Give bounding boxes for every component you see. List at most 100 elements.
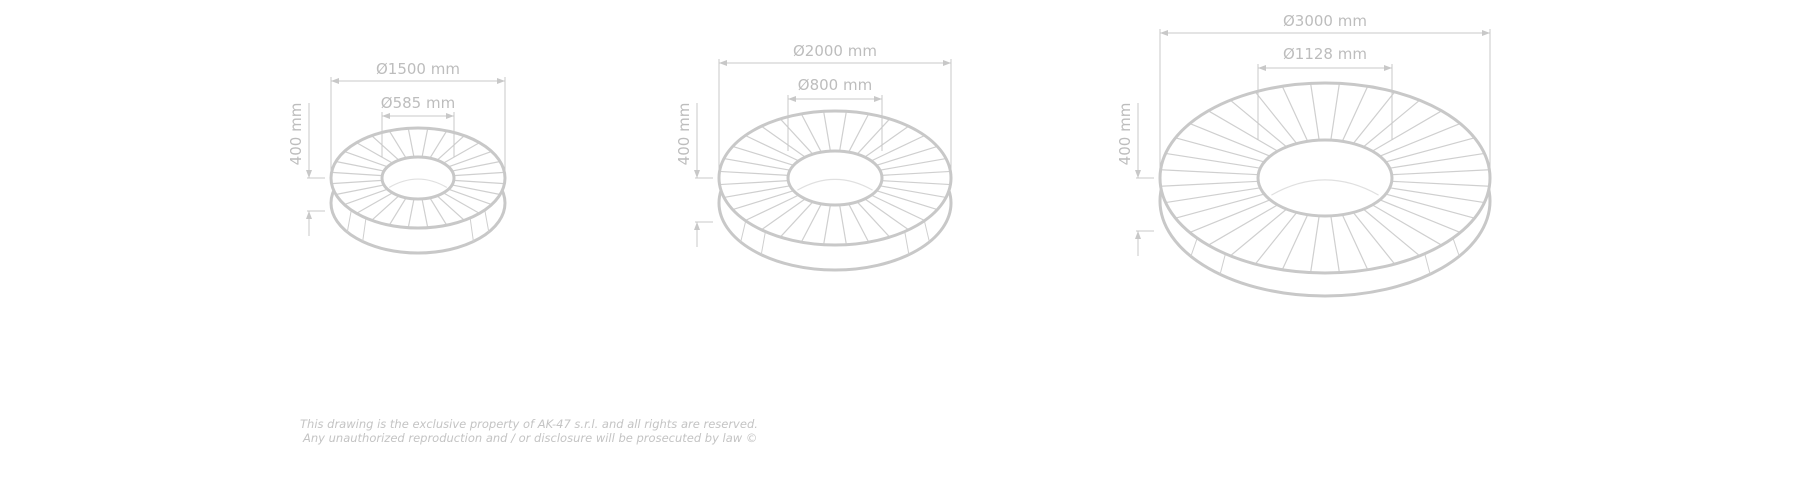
spoke-line [1391, 180, 1490, 187]
spoke-line [881, 180, 951, 186]
spoke-line [779, 118, 814, 155]
spoke-line [745, 134, 799, 162]
spoke-line [335, 184, 385, 196]
arrowhead-icon [306, 170, 312, 219]
spoke-line [1281, 85, 1309, 142]
spoke-line [388, 197, 407, 226]
spoke-line [856, 201, 891, 238]
spoke-line [436, 135, 465, 161]
inner-diameter-label: Ø1128 mm [1283, 45, 1367, 63]
spoke-line [448, 188, 492, 206]
spoke-line [421, 128, 429, 158]
spoke-line [1310, 215, 1320, 273]
spoke-line [1160, 180, 1259, 187]
spoke-line [761, 125, 806, 158]
height-label: 400 mm [675, 103, 693, 166]
spoke-line [839, 111, 847, 152]
spoke-line [371, 195, 400, 221]
inner-hole-arc [1271, 179, 1379, 196]
inner-hole-arc [388, 178, 448, 188]
outer-diameter-label: Ø3000 mm [1283, 12, 1367, 30]
spoke-line [407, 128, 415, 158]
spoke-line [331, 171, 383, 177]
spoke-line [1379, 199, 1461, 234]
spoke-line [732, 190, 794, 211]
spoke-line [1310, 83, 1320, 141]
spoke-line [779, 201, 814, 238]
spoke-line [871, 134, 925, 162]
inner-hole-arc [797, 178, 873, 191]
height-label: 400 mm [1116, 103, 1134, 166]
spoke-line [1330, 83, 1340, 141]
spoke-line [344, 150, 388, 168]
disclaimer-line-2: Any unauthorized reproduction and / or d… [303, 431, 758, 445]
spoke-line [1208, 110, 1278, 152]
ring-drawing-large: Ø3000 mm Ø1128 mm 400 mm [1116, 12, 1492, 298]
spoke-line [443, 192, 480, 214]
spoke-line [1389, 152, 1485, 169]
spoke-line [1363, 208, 1421, 257]
outer-diameter-label: Ø2000 mm [793, 42, 877, 60]
spoke-line [421, 198, 429, 228]
spoke-line [823, 111, 831, 152]
spoke-line [1254, 91, 1298, 144]
copyright-disclaimer: This drawing is the exclusive property o… [300, 417, 758, 445]
spoke-line [848, 113, 870, 153]
spoke-line [407, 198, 415, 228]
spoke-line [453, 179, 505, 185]
spoke-line [1281, 214, 1309, 271]
spoke-line [1165, 152, 1261, 169]
spoke-line [1379, 122, 1461, 157]
inner-hole-ellipse [380, 155, 456, 201]
spoke-line [1352, 212, 1396, 265]
arrowhead-icon [694, 170, 700, 230]
spoke-line [1341, 214, 1369, 271]
spoke-line [1175, 137, 1265, 163]
inner-diameter-label: Ø585 mm [381, 94, 455, 112]
spoke-line [879, 185, 947, 199]
spoke-line [1385, 137, 1475, 163]
spoke-line [864, 198, 909, 231]
spoke-line [448, 150, 492, 168]
spoke-line [1352, 91, 1396, 144]
spoke-line [876, 190, 938, 211]
spoke-line [453, 171, 505, 177]
spoke-line [723, 185, 791, 199]
spoke-line [1372, 204, 1442, 246]
disclaimer-line-1: This drawing is the exclusive property o… [300, 417, 758, 431]
spoke-line [800, 203, 822, 243]
spoke-line [719, 180, 789, 186]
spoke-line [1229, 208, 1287, 257]
spoke-line [1330, 215, 1340, 273]
spoke-line [388, 130, 407, 159]
spoke-line [1372, 110, 1442, 152]
spoke-line [344, 188, 388, 206]
spoke-line [800, 113, 822, 153]
spoke-line [1165, 187, 1261, 204]
spoke-line [429, 197, 448, 226]
spoke-line [823, 204, 831, 245]
spoke-line [856, 118, 891, 155]
arrowhead-icon [382, 113, 454, 119]
spoke-line [1391, 169, 1490, 176]
spoke-line [356, 142, 393, 164]
spoke-line [451, 160, 501, 172]
inner-diameter-label: Ø800 mm [798, 76, 872, 94]
spoke-line [864, 125, 909, 158]
spoke-line [1389, 187, 1485, 204]
spoke-line [451, 184, 501, 196]
spoke-line [732, 145, 794, 166]
spoke-line [839, 204, 847, 245]
spoke-line [745, 194, 799, 222]
spoke-line [371, 135, 400, 161]
outer-diameter-label: Ø1500 mm [376, 60, 460, 78]
spoke-line [848, 203, 870, 243]
spoke-line [1189, 199, 1271, 234]
spoke-line [443, 142, 480, 164]
spoke-line [331, 179, 383, 185]
spoke-line [1208, 204, 1278, 246]
spoke-line [335, 160, 385, 172]
ring-drawing-medium: Ø2000 mm Ø800 mm 400 mm [675, 42, 953, 272]
